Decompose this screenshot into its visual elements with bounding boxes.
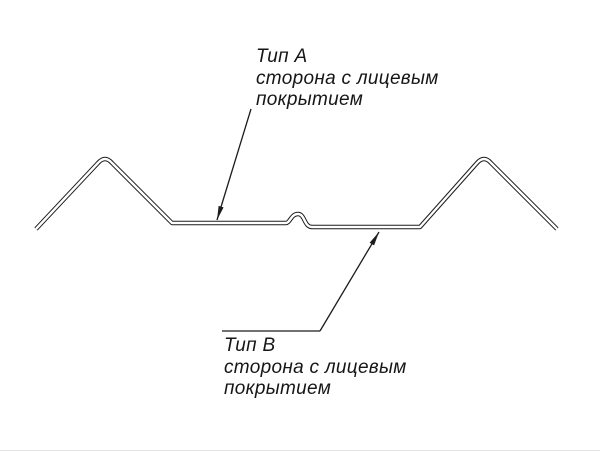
callout-a-title: Тип А [256, 46, 308, 67]
profile-core [35, 157, 558, 230]
profile-outline [34, 156, 559, 231]
callout-a: Тип А сторона с лицевым покрытием [256, 46, 439, 110]
callout-b: Тип В сторона с лицевым покрытием [224, 335, 407, 399]
leader-line-a [216, 108, 252, 221]
leader-line-b [319, 231, 380, 332]
callout-b-title: Тип В [224, 335, 276, 356]
callout-a-line2: покрытием [256, 89, 364, 110]
callout-b-line2: покрытием [224, 378, 332, 399]
callout-b-line1: сторона с лицевым [224, 357, 407, 378]
callout-a-line1: сторона с лицевым [256, 68, 439, 89]
